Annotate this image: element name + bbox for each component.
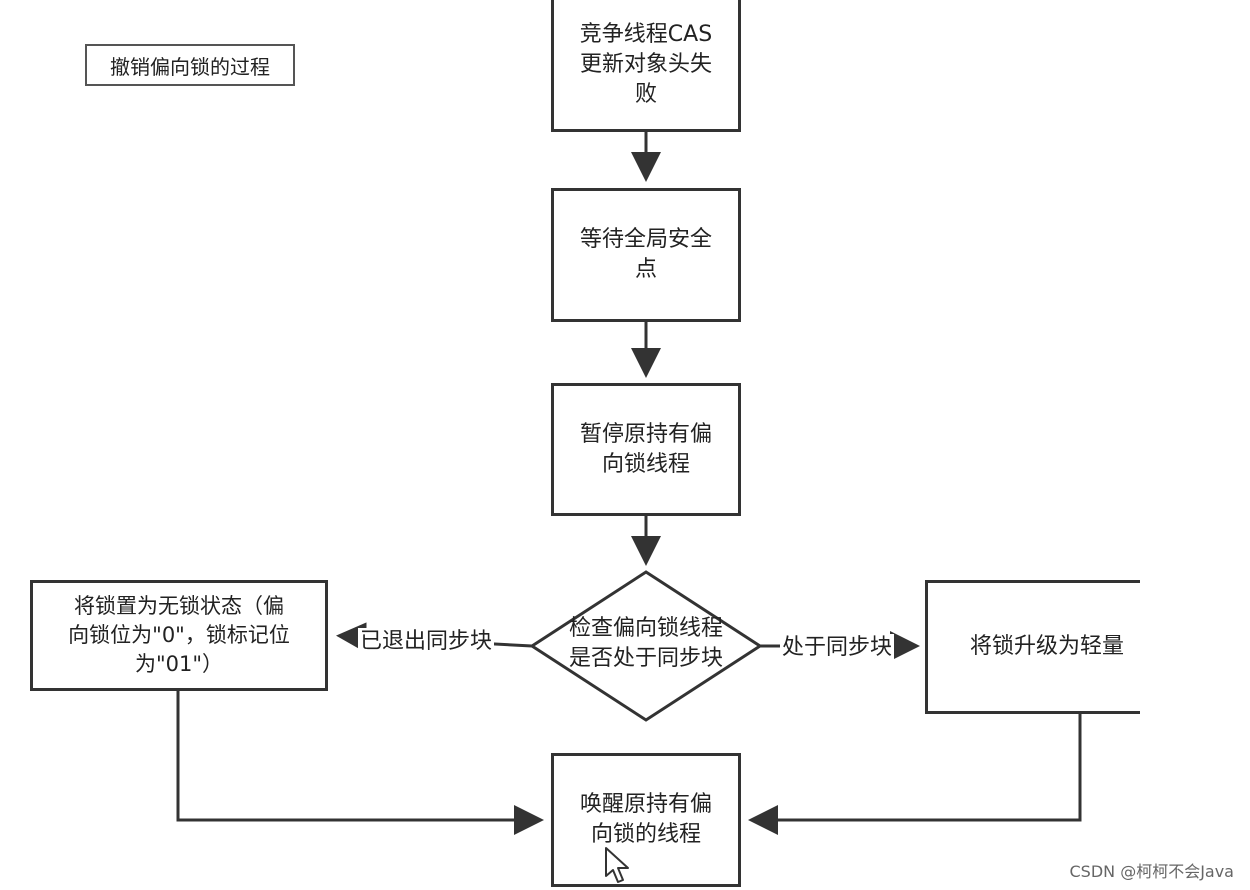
node-wake-thread: 唤醒原持有偏 向锁的线程 (551, 753, 741, 887)
node-check-sync-label: 检查偏向锁线程 是否处于同步块 (568, 616, 723, 671)
watermark-text: CSDN @柯柯不会Java (1069, 862, 1234, 881)
arrow-unlocked-to-wake (176, 690, 544, 835)
arrow-upgrade-to-wake (748, 714, 1082, 835)
diagram-title-box: 撤销偏向锁的过程 (85, 44, 295, 86)
node-cas-fail: 竞争线程CAS 更新对象头失 败 (551, 0, 741, 132)
edge-label-in-sync: 处于同步块 (780, 634, 895, 662)
node-pause-thread: 暂停原持有偏 向锁线程 (551, 383, 741, 516)
mouse-cursor-icon (605, 847, 629, 883)
node-wait-safepoint: 等待全局安全 点 (551, 188, 741, 322)
node-upgrade-light-label: 将锁升级为轻量 (970, 634, 1125, 659)
node-set-unlocked: 将锁置为无锁状态（偏 向锁位为"0"，锁标记位 为"01"） (30, 580, 328, 691)
edge-label-exited-sync: 已退出同步块 (358, 628, 495, 656)
right-clip-region: 将锁升级为轻量 (925, 580, 1140, 714)
decision-diamond (529, 570, 763, 722)
node-upgrade-light: 将锁升级为轻量 (925, 580, 1140, 714)
